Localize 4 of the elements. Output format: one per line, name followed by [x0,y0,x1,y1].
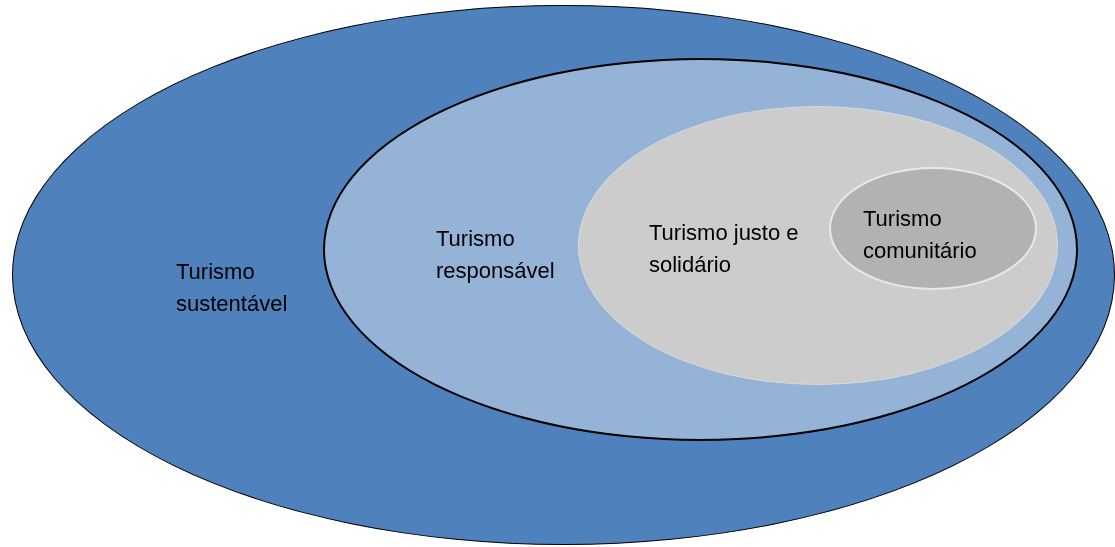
ellipse-label: Turismo justo e solidário [649,219,800,279]
ellipse-label: Turismo responsável [436,225,556,285]
ellipse-label: Turismo comunitário [863,205,978,265]
ellipse-label: Turismo sustentável [176,258,289,318]
